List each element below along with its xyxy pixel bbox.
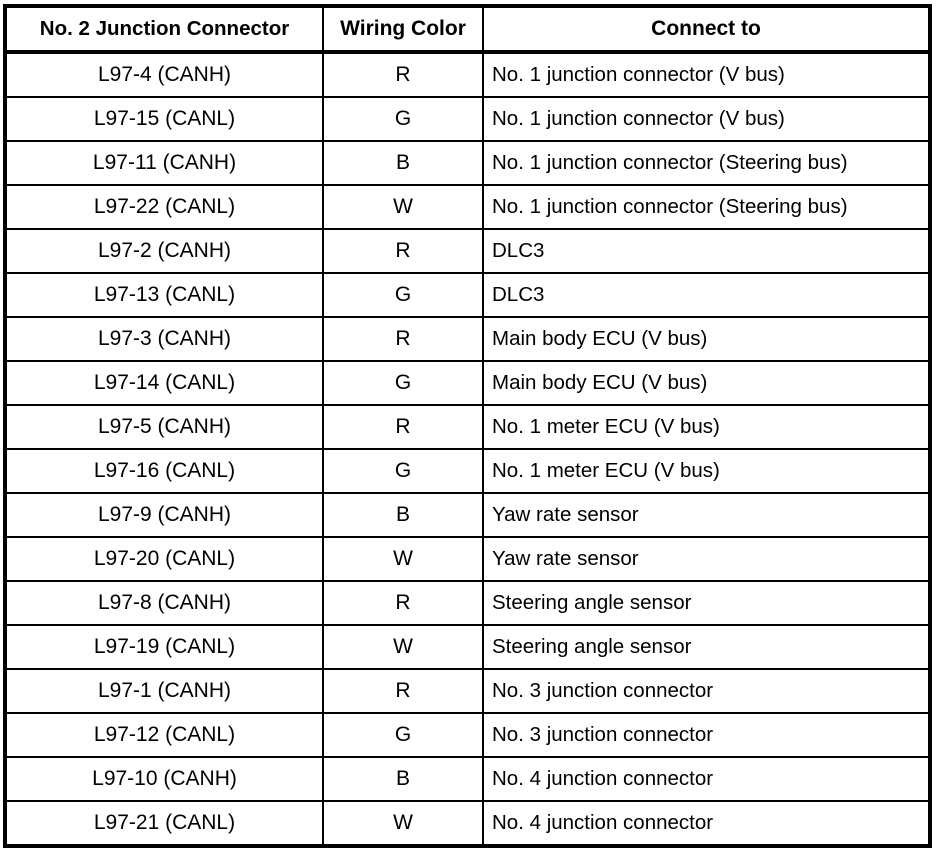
cell-wiring-color: R bbox=[322, 580, 484, 626]
cell-connect-to: No. 1 junction connector (Steering bus) bbox=[482, 140, 930, 186]
cell-connect-to: Steering angle sensor bbox=[482, 580, 930, 626]
cell-wiring-color: B bbox=[322, 756, 484, 802]
cell-connector: L97-22 (CANL) bbox=[5, 184, 324, 230]
cell-wiring-color: B bbox=[322, 140, 484, 186]
cell-wiring-color: W bbox=[322, 536, 484, 582]
cell-connect-to: No. 4 junction connector bbox=[482, 800, 930, 846]
cell-connect-to: No. 3 junction connector bbox=[482, 668, 930, 714]
cell-connect-to: DLC3 bbox=[482, 272, 930, 318]
cell-wiring-color: W bbox=[322, 184, 484, 230]
cell-connect-to: Yaw rate sensor bbox=[482, 492, 930, 538]
cell-connect-to: Main body ECU (V bus) bbox=[482, 360, 930, 406]
cell-connector: L97-3 (CANH) bbox=[5, 316, 324, 362]
cell-wiring-color: W bbox=[322, 800, 484, 846]
cell-wiring-color: G bbox=[322, 272, 484, 318]
cell-connector: L97-20 (CANL) bbox=[5, 536, 324, 582]
cell-connector: L97-11 (CANH) bbox=[5, 140, 324, 186]
cell-wiring-color: R bbox=[322, 668, 484, 714]
cell-connect-to: DLC3 bbox=[482, 228, 930, 274]
cell-connect-to: No. 4 junction connector bbox=[482, 756, 930, 802]
cell-connect-to: No. 1 junction connector (V bus) bbox=[482, 96, 930, 142]
cell-connector: L97-19 (CANL) bbox=[5, 624, 324, 670]
cell-connector: L97-8 (CANH) bbox=[5, 580, 324, 626]
cell-connect-to: No. 1 meter ECU (V bus) bbox=[482, 448, 930, 494]
cell-wiring-color: W bbox=[322, 624, 484, 670]
cell-connector: L97-12 (CANL) bbox=[5, 712, 324, 758]
cell-wiring-color: B bbox=[322, 492, 484, 538]
table-header: No. 2 Junction Connector Wiring Color Co… bbox=[5, 6, 930, 54]
cell-connect-to: Steering angle sensor bbox=[482, 624, 930, 670]
cell-connect-to: No. 1 junction connector (V bus) bbox=[482, 51, 930, 98]
cell-connect-to: Main body ECU (V bus) bbox=[482, 316, 930, 362]
cell-connect-to: No. 3 junction connector bbox=[482, 712, 930, 758]
cell-connector: L97-4 (CANH) bbox=[5, 51, 324, 98]
cell-connector: L97-2 (CANH) bbox=[5, 228, 324, 274]
cell-connector: L97-10 (CANH) bbox=[5, 756, 324, 802]
wiring-connection-table: No. 2 Junction Connector Wiring Color Co… bbox=[3, 4, 932, 848]
cell-connector: L97-16 (CANL) bbox=[5, 448, 324, 494]
column-header-connector: No. 2 Junction Connector bbox=[5, 6, 324, 54]
cell-connector: L97-1 (CANH) bbox=[5, 668, 324, 714]
cell-connector: L97-5 (CANH) bbox=[5, 404, 324, 450]
column-header-wiring-color: Wiring Color bbox=[322, 6, 484, 54]
cell-wiring-color: G bbox=[322, 360, 484, 406]
cell-wiring-color: G bbox=[322, 712, 484, 758]
column-header-connect-to: Connect to bbox=[482, 6, 930, 54]
table-header-row: No. 2 Junction Connector Wiring Color Co… bbox=[5, 6, 930, 54]
cell-wiring-color: R bbox=[322, 228, 484, 274]
cell-connector: L97-9 (CANH) bbox=[5, 492, 324, 538]
cell-wiring-color: R bbox=[322, 51, 484, 98]
cell-connector: L97-15 (CANL) bbox=[5, 96, 324, 142]
cell-connect-to: No. 1 meter ECU (V bus) bbox=[482, 404, 930, 450]
cell-connector: L97-21 (CANL) bbox=[5, 800, 324, 846]
cell-connect-to: No. 1 junction connector (Steering bus) bbox=[482, 184, 930, 230]
cell-wiring-color: R bbox=[322, 404, 484, 450]
cell-wiring-color: G bbox=[322, 448, 484, 494]
cell-connector: L97-14 (CANL) bbox=[5, 360, 324, 406]
cell-connect-to: Yaw rate sensor bbox=[482, 536, 930, 582]
cell-wiring-color: R bbox=[322, 316, 484, 362]
cell-wiring-color: G bbox=[322, 96, 484, 142]
cell-connector: L97-13 (CANL) bbox=[5, 272, 324, 318]
